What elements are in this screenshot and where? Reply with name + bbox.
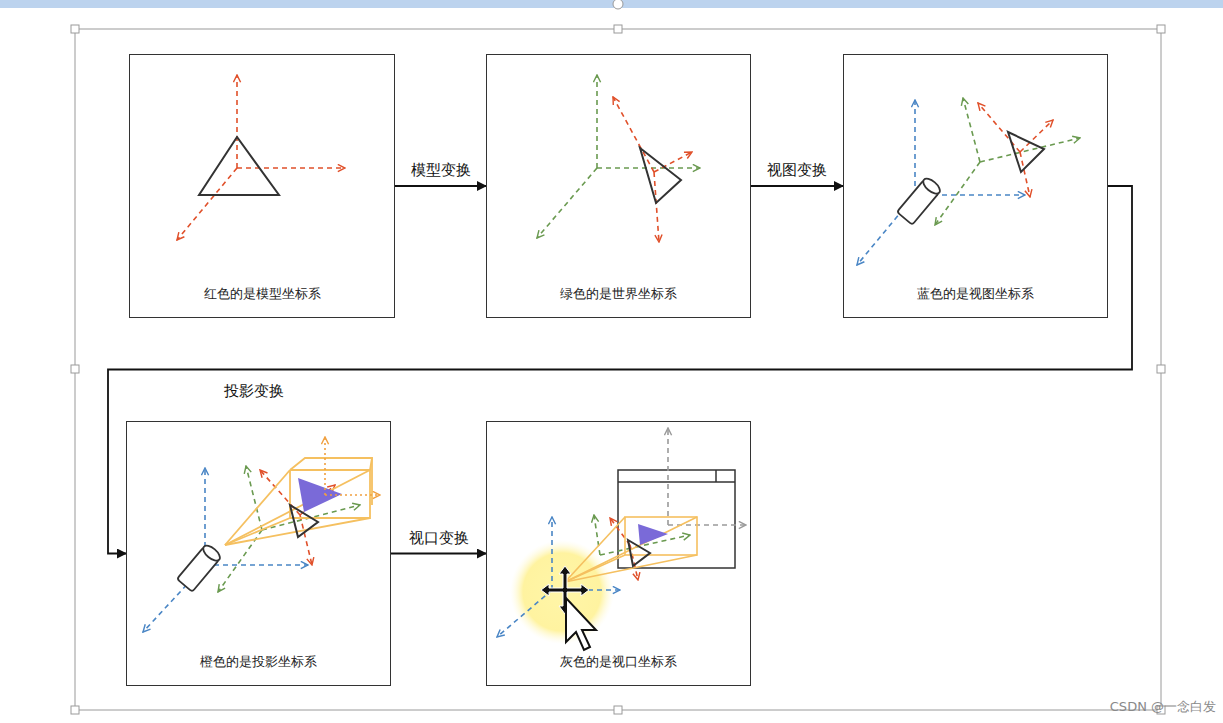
viewport-space <box>510 540 614 644</box>
selection-frame <box>71 706 79 714</box>
projection-space <box>325 494 380 496</box>
panel-caption: 橙色的是投影坐标系 <box>194 653 323 685</box>
model-space <box>177 168 237 240</box>
panel-caption: 灰色的是视口坐标系 <box>554 653 683 685</box>
flow-arrow <box>108 186 1132 554</box>
projection-space <box>325 437 380 495</box>
view-space <box>914 100 916 195</box>
panel-box: 红色的是模型坐标系 <box>129 54 395 318</box>
view-space <box>857 98 1080 265</box>
viewport-space <box>497 428 746 650</box>
model-space <box>236 75 238 168</box>
world-space <box>596 75 598 168</box>
viewport-space <box>497 428 746 637</box>
edge-label: 视图变换 <box>765 161 829 180</box>
model-space <box>177 75 345 240</box>
cursor <box>566 598 596 650</box>
selection-frame <box>71 0 1165 714</box>
projection-space <box>205 564 308 566</box>
selection-frame <box>75 29 1161 710</box>
projection-space <box>143 437 380 632</box>
flow-arrow <box>391 553 486 555</box>
projection-space <box>201 543 223 564</box>
selection-frame <box>614 706 622 714</box>
cursor <box>541 566 596 650</box>
world-space <box>640 148 681 203</box>
viewport-space <box>618 481 735 483</box>
projection-space <box>246 466 262 530</box>
view-space <box>1020 120 1053 152</box>
model-space <box>199 137 279 195</box>
panel-caption: 绿色的是世界坐标系 <box>554 285 683 317</box>
edge-label: 模型变换 <box>409 161 473 180</box>
projection-space <box>225 470 290 545</box>
world-space <box>537 168 597 238</box>
viewport-space <box>497 590 552 637</box>
projection-space <box>290 458 372 470</box>
view-space <box>897 176 943 225</box>
selection-frame <box>71 365 79 373</box>
viewport-space <box>565 517 697 582</box>
panel-box: 橙色的是投影坐标系 <box>126 421 391 686</box>
panel-box: 蓝色的是视图坐标系 <box>843 54 1108 318</box>
projection-space <box>290 505 318 537</box>
viewport-space <box>565 555 625 582</box>
viewport-space <box>618 470 735 568</box>
projection-space <box>300 515 312 565</box>
model-space <box>237 167 345 169</box>
world-space <box>613 97 654 172</box>
selection-frame <box>71 25 79 33</box>
panel-box: 绿色的是世界坐标系 <box>486 54 751 318</box>
view-space <box>921 176 943 197</box>
view-space <box>963 98 980 162</box>
viewport-space <box>618 470 735 568</box>
projection-space <box>225 518 290 545</box>
selection-frame <box>1157 365 1165 373</box>
viewport-space <box>565 517 697 582</box>
edge-label: 投影变换 <box>222 382 286 401</box>
projection-space <box>324 437 326 495</box>
view-space <box>1020 152 1030 197</box>
flow-arrow <box>395 185 486 187</box>
viewport-space <box>667 428 669 525</box>
view-space <box>935 162 980 225</box>
world-space <box>654 152 692 172</box>
world-space <box>597 167 700 169</box>
flow-arrow <box>751 185 843 187</box>
world-space <box>537 75 700 242</box>
panel-caption: 红色的是模型坐标系 <box>198 285 327 317</box>
selection-frame <box>614 25 622 33</box>
projection-space <box>225 458 372 545</box>
view-space <box>978 103 1020 152</box>
selection-frame <box>613 0 623 9</box>
selection-frame <box>1157 25 1165 33</box>
projection-space <box>371 458 373 505</box>
panel-box: 灰色的是视口坐标系 <box>486 421 751 686</box>
watermark: CSDN @一念白发 <box>1110 698 1216 716</box>
projection-space <box>143 466 360 632</box>
window-bar <box>0 0 1223 8</box>
world-space <box>654 172 659 242</box>
viewport-space <box>551 517 553 590</box>
view-space <box>1008 132 1044 172</box>
viewport-space <box>715 470 717 482</box>
viewport-space <box>638 524 668 545</box>
edge-label: 视口变换 <box>407 529 471 548</box>
viewport-space <box>628 540 650 566</box>
panel-caption: 蓝色的是视图坐标系 <box>911 285 1040 317</box>
projection-space <box>177 543 223 592</box>
projection-space <box>225 470 370 545</box>
